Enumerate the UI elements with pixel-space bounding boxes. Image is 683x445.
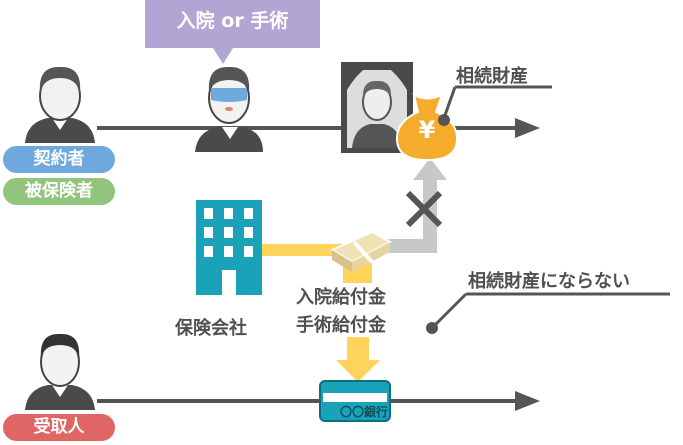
person-icon-sick — [195, 66, 263, 152]
money-bag-icon — [395, 93, 459, 162]
insurance-company-building-icon — [196, 200, 262, 295]
leader-inheritance — [438, 85, 552, 126]
role-insured-badge: 被保険者 — [3, 178, 115, 205]
timeline-insured — [97, 118, 540, 138]
memorial-portrait-icon — [341, 62, 413, 153]
benefit-surgery-label: 手術給付金 — [296, 311, 386, 337]
role-contractor-badge: 契約者 — [3, 146, 115, 173]
person-icon-recipient — [25, 333, 95, 410]
person-icon-insured — [25, 66, 95, 143]
inheritance-label: 相続財産 — [456, 66, 528, 87]
cash-stack-icon — [329, 230, 393, 272]
cross-mark-icon — [405, 190, 443, 228]
insurer-label: 保険会社 — [175, 318, 247, 339]
timeline-recipient — [97, 391, 540, 411]
bank-name: 〇〇銀行 — [339, 405, 388, 419]
role-recipient-badge: 受取人 — [3, 414, 115, 441]
leader-not-inheritance — [426, 292, 670, 334]
speech-bubble — [145, 0, 320, 64]
yen-symbol: ¥ — [418, 116, 436, 144]
benefit-hospitalization-label: 入院給付金 — [296, 283, 386, 309]
event-bubble-text: 入院 or 手術 — [176, 10, 289, 32]
bankbook-icon — [319, 380, 391, 422]
not-inheritance-label: 相続財産にならない — [468, 271, 630, 292]
